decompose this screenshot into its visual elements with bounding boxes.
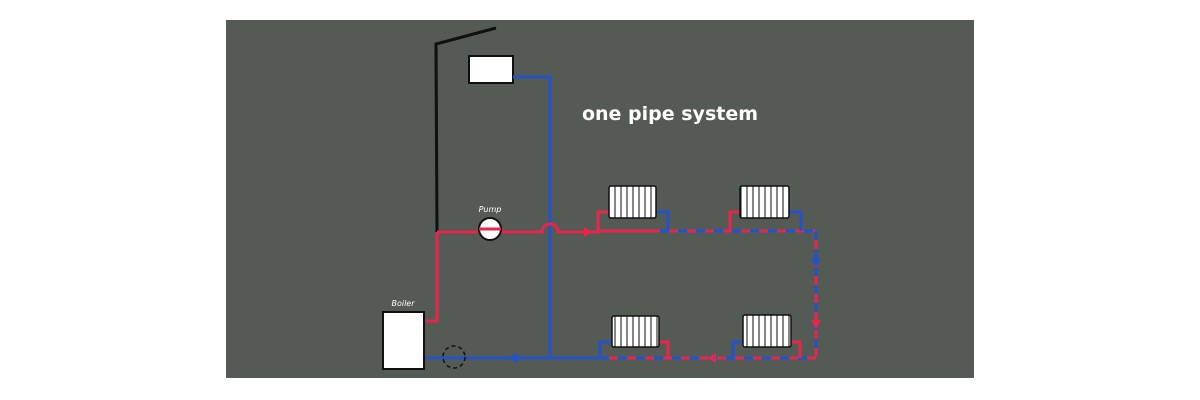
radiator-lower-right (731, 314, 802, 358)
radiator-upper-left (596, 185, 670, 231)
return-arrow-2 (508, 353, 517, 363)
radiator-upper-right (728, 185, 803, 231)
boiler-label: Boiler (391, 299, 415, 308)
boiler-flow-riser (424, 232, 439, 323)
return-arrow-1 (707, 353, 716, 363)
cold-feed-pipe (513, 75, 552, 358)
expansion-tank (468, 55, 514, 84)
diagram-title: one pipe system (582, 103, 758, 125)
flow-arrow-down-1 (811, 258, 821, 267)
flow-arrow-1 (584, 227, 593, 237)
flow-arrow-down-2 (811, 320, 821, 329)
radiator-lower-left (598, 315, 670, 358)
return-valve (442, 345, 466, 369)
diagram-background (226, 20, 974, 378)
flow-main (437, 222, 599, 234)
open-vent-pipe (434, 26, 497, 233)
boiler (382, 311, 425, 370)
pump-label: Pump (479, 205, 502, 214)
